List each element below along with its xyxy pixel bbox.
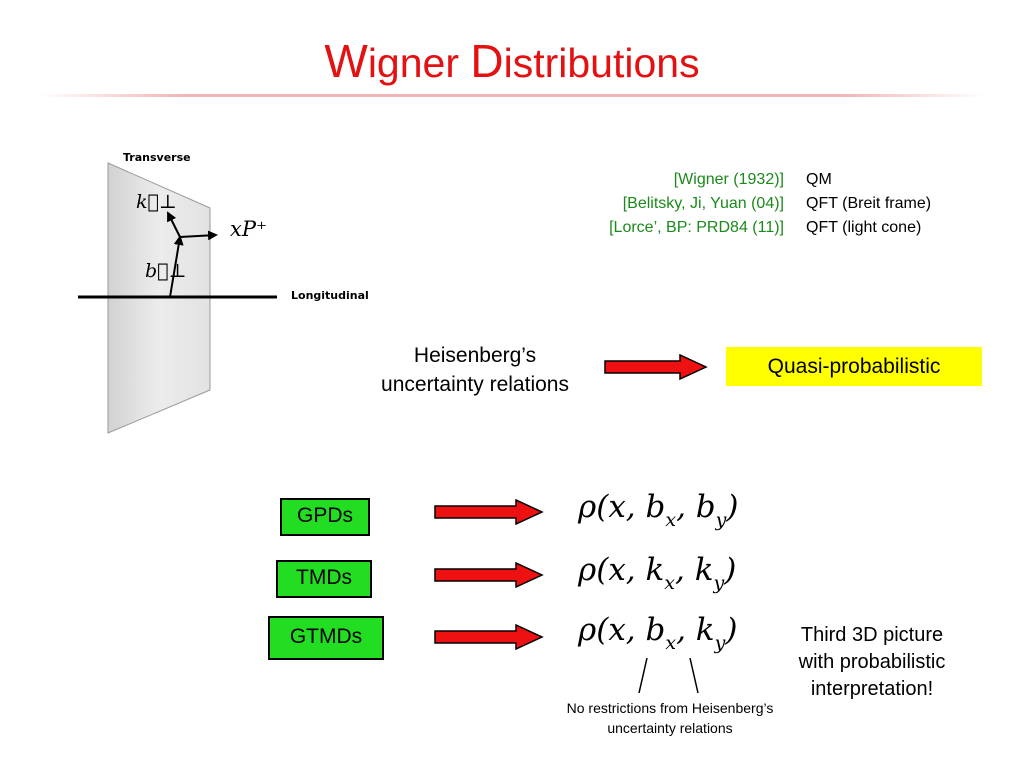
reference-framework: QFT (light cone) — [806, 219, 922, 236]
slide-title: Wigner Distributions — [324, 35, 700, 87]
arrow-icon — [604, 354, 708, 380]
reference-framework: QFT (Breit frame) — [806, 195, 932, 212]
pointer-line-ky — [689, 657, 699, 694]
title-underline — [40, 94, 984, 97]
gtmds-box: GTMDs — [268, 616, 384, 660]
k-perp-vector — [167, 211, 181, 238]
gtmds-formula: ρ(x, bx, ky) — [578, 612, 738, 654]
reference-citation: [Lorce’, BP: PRD84 (11)] — [609, 219, 784, 236]
third-picture-text: Third 3D picture with probabilistic inte… — [798, 624, 946, 700]
reference-citation: [Wigner (1932)] — [673, 171, 784, 188]
gpds-box: GPDs — [280, 498, 370, 536]
k-perp-symbol: k⃗⊥ — [136, 191, 177, 213]
arrow-icon — [434, 624, 544, 650]
transverse-plane-diagram — [78, 162, 277, 434]
arrow-icon — [434, 499, 544, 525]
tmds-formula: ρ(x, kx, ky) — [578, 552, 737, 594]
b-perp-vector — [169, 235, 184, 298]
quasi-probabilistic-box: Quasi-probabilistic — [726, 347, 982, 386]
longitudinal-label: Longitudinal — [291, 289, 369, 302]
b-perp-symbol: b⃗⊥ — [145, 260, 187, 282]
no-restrictions-note: No restrictions from Heisenberg’s uncert… — [566, 700, 774, 736]
pointer-lines — [638, 657, 699, 694]
transverse-label: Transverse — [123, 151, 191, 164]
xP-vector — [179, 230, 218, 241]
gpds-formula: ρ(x, bx, by) — [578, 489, 739, 531]
xP-symbol: xP⁺ — [230, 217, 268, 241]
tmds-box: TMDs — [276, 560, 372, 598]
pointer-line-bx — [638, 657, 648, 694]
reference-framework: QM — [806, 171, 832, 188]
heisenberg-text: Heisenberg’s uncertainty relations — [381, 344, 569, 396]
arrow-icon — [434, 562, 544, 588]
reference-citation: [Belitsky, Ji, Yuan (04)] — [622, 195, 784, 212]
